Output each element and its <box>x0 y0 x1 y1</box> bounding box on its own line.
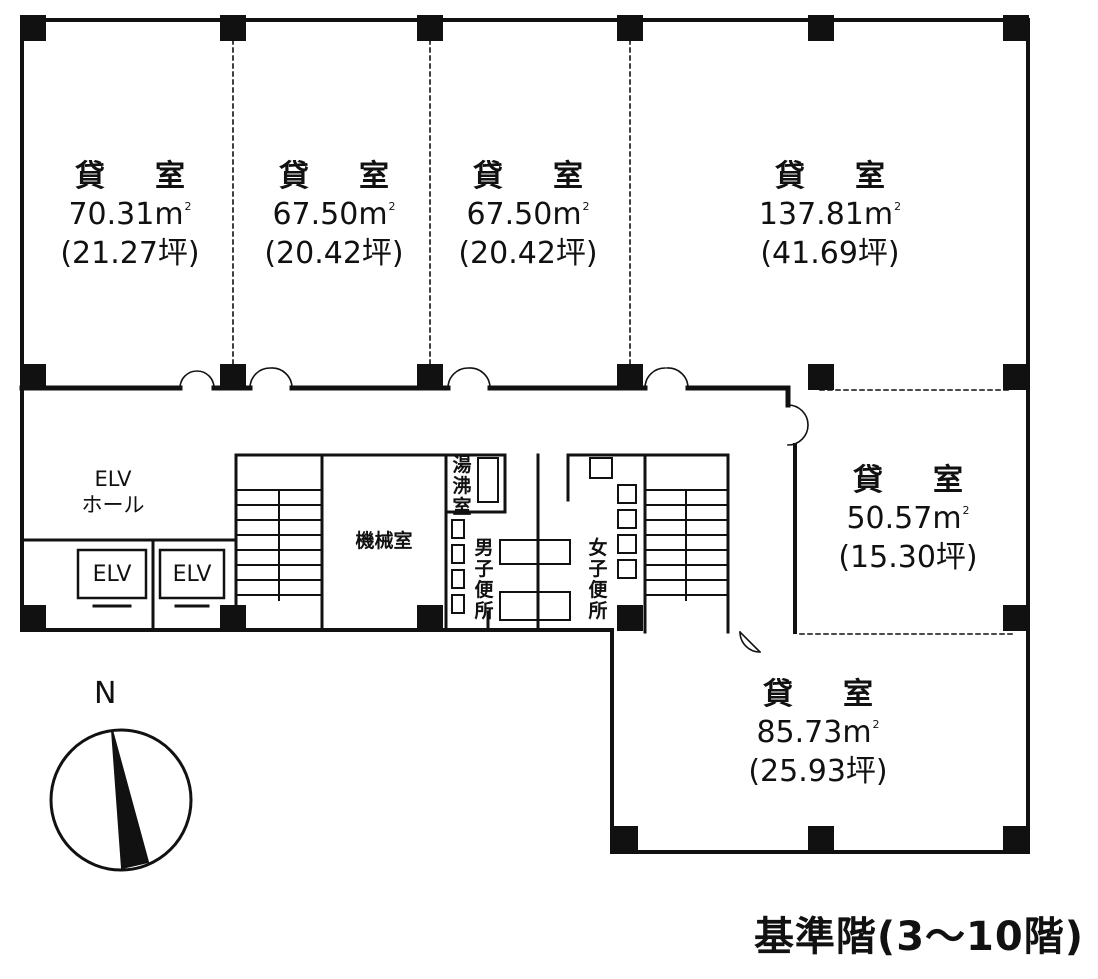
room-name-a: 貸 <box>763 677 793 712</box>
room-name-a: 貸 <box>853 463 883 498</box>
room-area: 70.31m <box>68 197 184 233</box>
toilet-fixtures <box>451 457 637 621</box>
north-label: N <box>94 676 117 711</box>
room-name-b: 室 <box>359 159 389 194</box>
kitchenette-wall <box>444 453 507 514</box>
room-4-label: 貸 室 137.81m2 (41.69坪) <box>730 158 930 273</box>
stair-1-treads <box>235 489 323 601</box>
room-6-label: 貸 室 85.73m2 (25.93坪) <box>718 676 918 791</box>
mens-toilet-label: 男子便所 <box>474 537 494 622</box>
area-unit-sup: 2 <box>582 200 590 214</box>
room-name-b: 室 <box>553 159 583 194</box>
elevator-1-label: ELV <box>92 562 132 587</box>
room-name-a: 貸 <box>75 159 105 194</box>
room-tsubo: (20.42坪) <box>458 235 598 271</box>
area-unit-sup: 2 <box>962 504 970 518</box>
columns <box>20 15 1029 852</box>
room-area: 137.81m <box>758 197 894 233</box>
elv-hall-line2: ホール <box>81 493 145 517</box>
compass-circle <box>49 728 193 872</box>
room-tsubo: (21.27坪) <box>60 235 200 271</box>
room-tsubo: (41.69坪) <box>760 235 900 271</box>
room-1-label: 貸 室 70.31m2 (21.27坪) <box>40 158 220 273</box>
elv-shaft-wall <box>20 538 238 632</box>
room-2-label: 貸 室 67.50m2 (20.42坪) <box>244 158 424 273</box>
compass-needle <box>111 729 150 870</box>
room-3-label: 貸 室 67.50m2 (20.42坪) <box>438 158 618 273</box>
room-area: 85.73m <box>756 715 872 751</box>
room-name-b: 室 <box>155 159 185 194</box>
toilet-wall <box>444 453 540 632</box>
elv-hall-line1: ELV <box>94 467 132 491</box>
room-5-label: 貸 室 50.57m2 (15.30坪) <box>808 462 1008 577</box>
elv-hall-label: ELV ホール <box>58 466 168 518</box>
door-swings <box>179 367 809 654</box>
room-name-a: 貸 <box>279 159 309 194</box>
elevator-2-label: ELV <box>172 562 212 587</box>
corridor-wall-top <box>19 385 791 408</box>
area-unit-sup: 2 <box>872 718 880 732</box>
stair-2-wall <box>566 453 730 634</box>
room-area: 50.57m <box>846 501 962 537</box>
room-area: 67.50m <box>466 197 582 233</box>
room-name-b: 室 <box>933 463 963 498</box>
room-area: 67.50m <box>272 197 388 233</box>
room-name-a: 貸 <box>775 159 805 194</box>
room-name-b: 室 <box>843 677 873 712</box>
floor-caption: 基準階(3〜10階) <box>753 914 1084 960</box>
room-tsubo: (15.30坪) <box>838 539 978 575</box>
room-name-a: 貸 <box>473 159 503 194</box>
stair-2-treads <box>644 489 729 601</box>
elevator-car-1 <box>76 548 148 600</box>
womens-toilet-label: 女子便所 <box>588 537 608 622</box>
machine-room-label: 機械室 <box>355 530 413 552</box>
area-unit-sup: 2 <box>894 200 902 214</box>
kitchenette-label: 湯沸室 <box>452 454 472 518</box>
room-name-b: 室 <box>855 159 885 194</box>
elevator-car-2 <box>158 548 226 600</box>
area-unit-sup: 2 <box>184 200 192 214</box>
area-unit-sup: 2 <box>388 200 396 214</box>
room-tsubo: (20.42坪) <box>264 235 404 271</box>
room-tsubo: (25.93坪) <box>748 753 888 789</box>
